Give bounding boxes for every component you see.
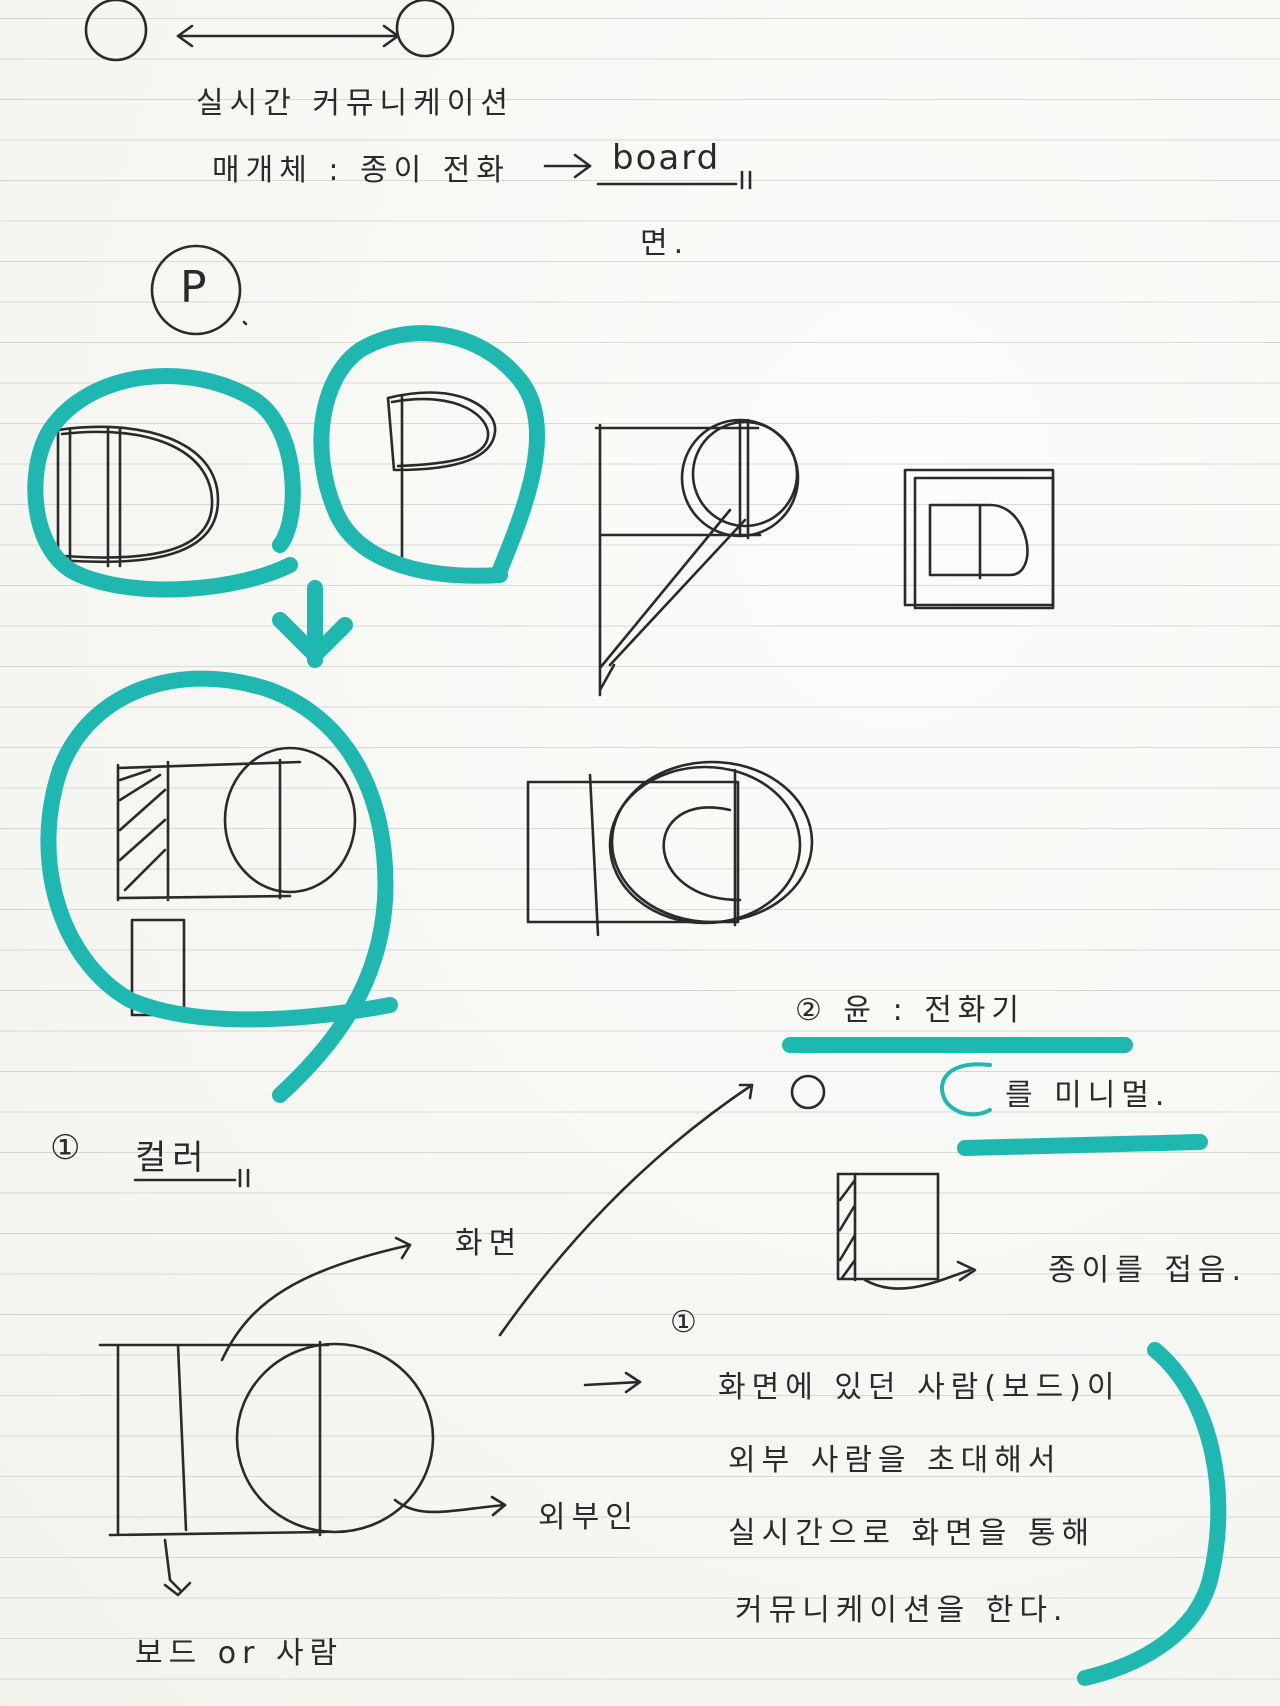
circled-p-letter: P bbox=[180, 262, 213, 313]
fold-paper-label: 종이를 접음. bbox=[1048, 1253, 1248, 1288]
teal-loop-sketch bbox=[40, 670, 398, 1103]
right-middle-sketch bbox=[526, 780, 740, 924]
myeon-text: 면. bbox=[640, 226, 690, 261]
circle-right-icon bbox=[395, 0, 455, 58]
flag-shape-sketch bbox=[594, 423, 762, 697]
desc-line-2: 외부 사람을 초대해서 bbox=[728, 1443, 1062, 1478]
section1-number: ① bbox=[50, 1128, 87, 1168]
desc-line-4: 커뮤니케이션을 한다. bbox=[735, 1593, 1069, 1628]
outside-label: 외부인 bbox=[538, 1500, 639, 1535]
desc-line-1: 화면에 있던 사람(보드)이 bbox=[718, 1370, 1121, 1405]
circled-p-icon bbox=[150, 244, 242, 336]
desc-number: ① bbox=[670, 1305, 703, 1340]
section2-sub: 를 미니멀. bbox=[1005, 1078, 1171, 1113]
section2-title: ② 윤 : 전화기 bbox=[795, 993, 1026, 1028]
medium-line: 매개체 : 종이 전화 bbox=[212, 153, 510, 188]
top-caption: 실시간 커뮤니케이션 bbox=[196, 86, 514, 121]
teal-circled-sketch bbox=[116, 758, 302, 902]
teal-c-shape bbox=[940, 1062, 992, 1117]
circle-left-icon bbox=[84, 0, 148, 62]
teal-loop-p bbox=[313, 325, 545, 584]
p-shape-sketch bbox=[386, 391, 497, 562]
bottom-board-sketch bbox=[98, 1340, 330, 1537]
screen-label: 화면 bbox=[455, 1226, 523, 1261]
teal-loop-d bbox=[27, 368, 301, 598]
d-shape-sketch bbox=[56, 425, 220, 568]
section1-title: 컬러 bbox=[135, 1138, 210, 1178]
board-or-person-label: 보드 or 사람 bbox=[135, 1636, 344, 1671]
folded-paper-sketch bbox=[836, 1172, 940, 1281]
board-word: board bbox=[612, 138, 721, 178]
teal-underline-2 bbox=[957, 1134, 1208, 1156]
desc-line-3: 실시간으로 화면을 통해 bbox=[728, 1516, 1096, 1551]
teal-arrow-down bbox=[272, 580, 353, 668]
teal-bracket bbox=[1077, 1342, 1227, 1686]
